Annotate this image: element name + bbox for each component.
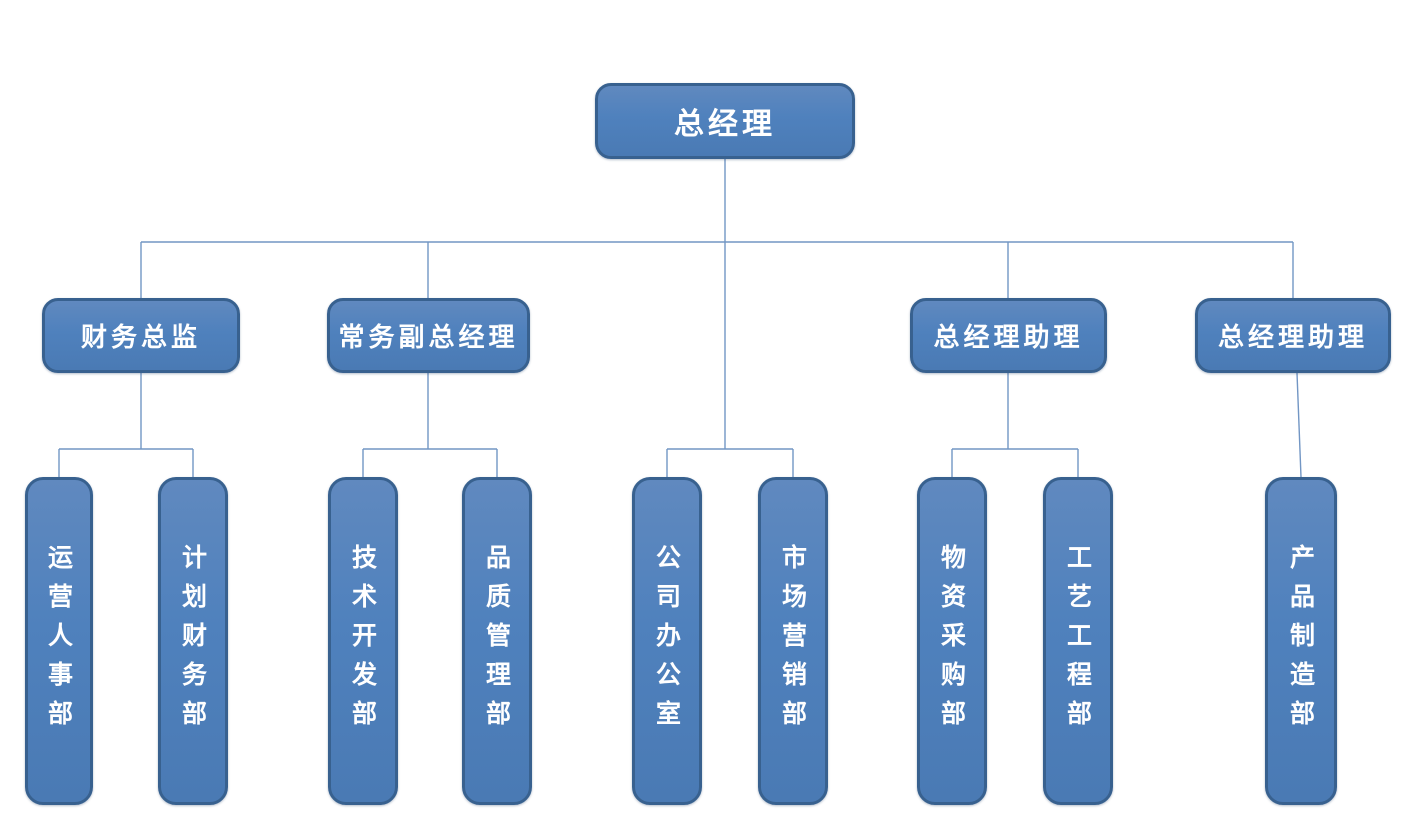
node-dept-planning-finance: 计划财务部 bbox=[158, 477, 228, 805]
node-dept-quality-management: 品质管理部 bbox=[462, 477, 532, 805]
node-label: 市场营销部 bbox=[778, 543, 808, 739]
node-label: 计划财务部 bbox=[178, 543, 208, 739]
node-executive-deputy-gm: 常务副总经理 bbox=[327, 298, 530, 373]
node-label: 财务总监 bbox=[80, 323, 201, 353]
node-dept-material-procurement: 物资采购部 bbox=[917, 477, 987, 805]
node-label: 工艺工程部 bbox=[1063, 543, 1093, 739]
node-label: 总经理助理 bbox=[1217, 323, 1368, 353]
node-label: 品质管理部 bbox=[482, 543, 512, 739]
node-finance-director: 财务总监 bbox=[42, 298, 240, 373]
node-label: 运营人事部 bbox=[44, 543, 74, 739]
node-dept-marketing: 市场营销部 bbox=[758, 477, 828, 805]
node-label: 总经理 bbox=[674, 107, 776, 142]
node-dept-process-engineering: 工艺工程部 bbox=[1043, 477, 1113, 805]
connector-assistant2-to-manufacturing bbox=[1296, 372, 1302, 478]
node-label: 技术开发部 bbox=[348, 543, 378, 739]
node-dept-operations-hr: 运营人事部 bbox=[25, 477, 93, 805]
node-gm-assistant-2: 总经理助理 bbox=[1195, 298, 1391, 373]
node-label: 物资采购部 bbox=[937, 543, 967, 739]
node-label: 公司办公室 bbox=[652, 543, 682, 739]
node-label: 常务副总经理 bbox=[338, 323, 519, 353]
node-dept-product-manufacturing: 产品制造部 bbox=[1265, 477, 1337, 805]
node-label: 总经理助理 bbox=[933, 323, 1084, 353]
node-general-manager: 总经理 bbox=[595, 83, 855, 159]
node-dept-tech-development: 技术开发部 bbox=[328, 477, 398, 805]
node-dept-company-office: 公司办公室 bbox=[632, 477, 702, 805]
node-gm-assistant-1: 总经理助理 bbox=[910, 298, 1107, 373]
node-label: 产品制造部 bbox=[1286, 543, 1316, 739]
